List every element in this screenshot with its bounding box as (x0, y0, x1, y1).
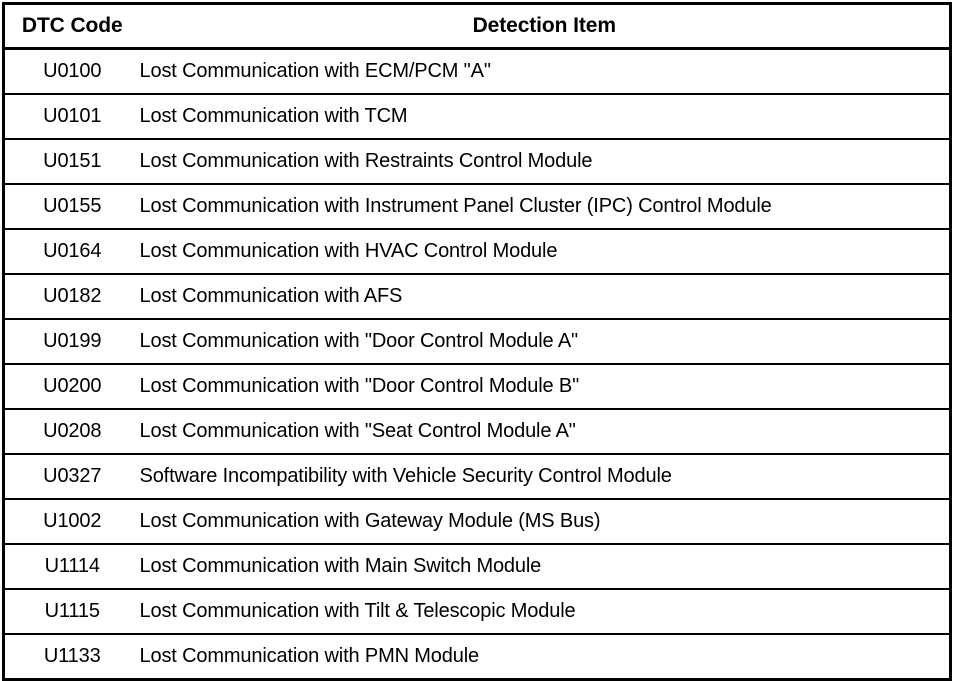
cell-detection-item: Lost Communication with "Seat Control Mo… (139, 408, 951, 454)
cell-detection-item: Software Incompatibility with Vehicle Se… (139, 453, 951, 499)
table-header-row: DTC Code Detection Item (3, 3, 951, 50)
cell-dtc-code: U1002 (3, 498, 140, 544)
cell-detection-item: Lost Communication with Restraints Contr… (139, 138, 951, 184)
table-header: DTC Code Detection Item (3, 3, 951, 50)
cell-dtc-code: U1114 (3, 543, 140, 589)
cell-detection-item: Lost Communication with Instrument Panel… (139, 183, 951, 229)
column-header-detection-item: Detection Item (139, 3, 951, 50)
column-header-dtc-code: DTC Code (3, 3, 140, 50)
cell-detection-item: Lost Communication with TCM (139, 93, 951, 139)
cell-dtc-code: U0199 (3, 318, 140, 364)
cell-detection-item: Lost Communication with "Door Control Mo… (139, 318, 951, 364)
cell-dtc-code: U0100 (3, 48, 140, 94)
cell-dtc-code: U1133 (3, 633, 140, 680)
cell-detection-item: Lost Communication with "Door Control Mo… (139, 363, 951, 409)
cell-detection-item: Lost Communication with AFS (139, 273, 951, 319)
cell-detection-item: Lost Communication with Gateway Module (… (139, 498, 951, 544)
cell-detection-item: Lost Communication with HVAC Control Mod… (139, 228, 951, 274)
cell-dtc-code: U0182 (3, 273, 140, 319)
cell-detection-item: Lost Communication with Main Switch Modu… (139, 543, 951, 589)
cell-detection-item: Lost Communication with PMN Module (139, 633, 951, 680)
cell-dtc-code: U0164 (3, 228, 140, 274)
cell-detection-item: Lost Communication with ECM/PCM "A" (139, 48, 951, 94)
cell-dtc-code: U0200 (3, 363, 140, 409)
cell-dtc-code: U0155 (3, 183, 140, 229)
cell-dtc-code: U1115 (3, 588, 140, 634)
cell-dtc-code: U0101 (3, 93, 140, 139)
cell-dtc-code: U0208 (3, 408, 140, 454)
cell-dtc-code: U0327 (3, 453, 140, 499)
cell-dtc-code: U0151 (3, 138, 140, 184)
cell-detection-item: Lost Communication with Tilt & Telescopi… (139, 588, 951, 634)
